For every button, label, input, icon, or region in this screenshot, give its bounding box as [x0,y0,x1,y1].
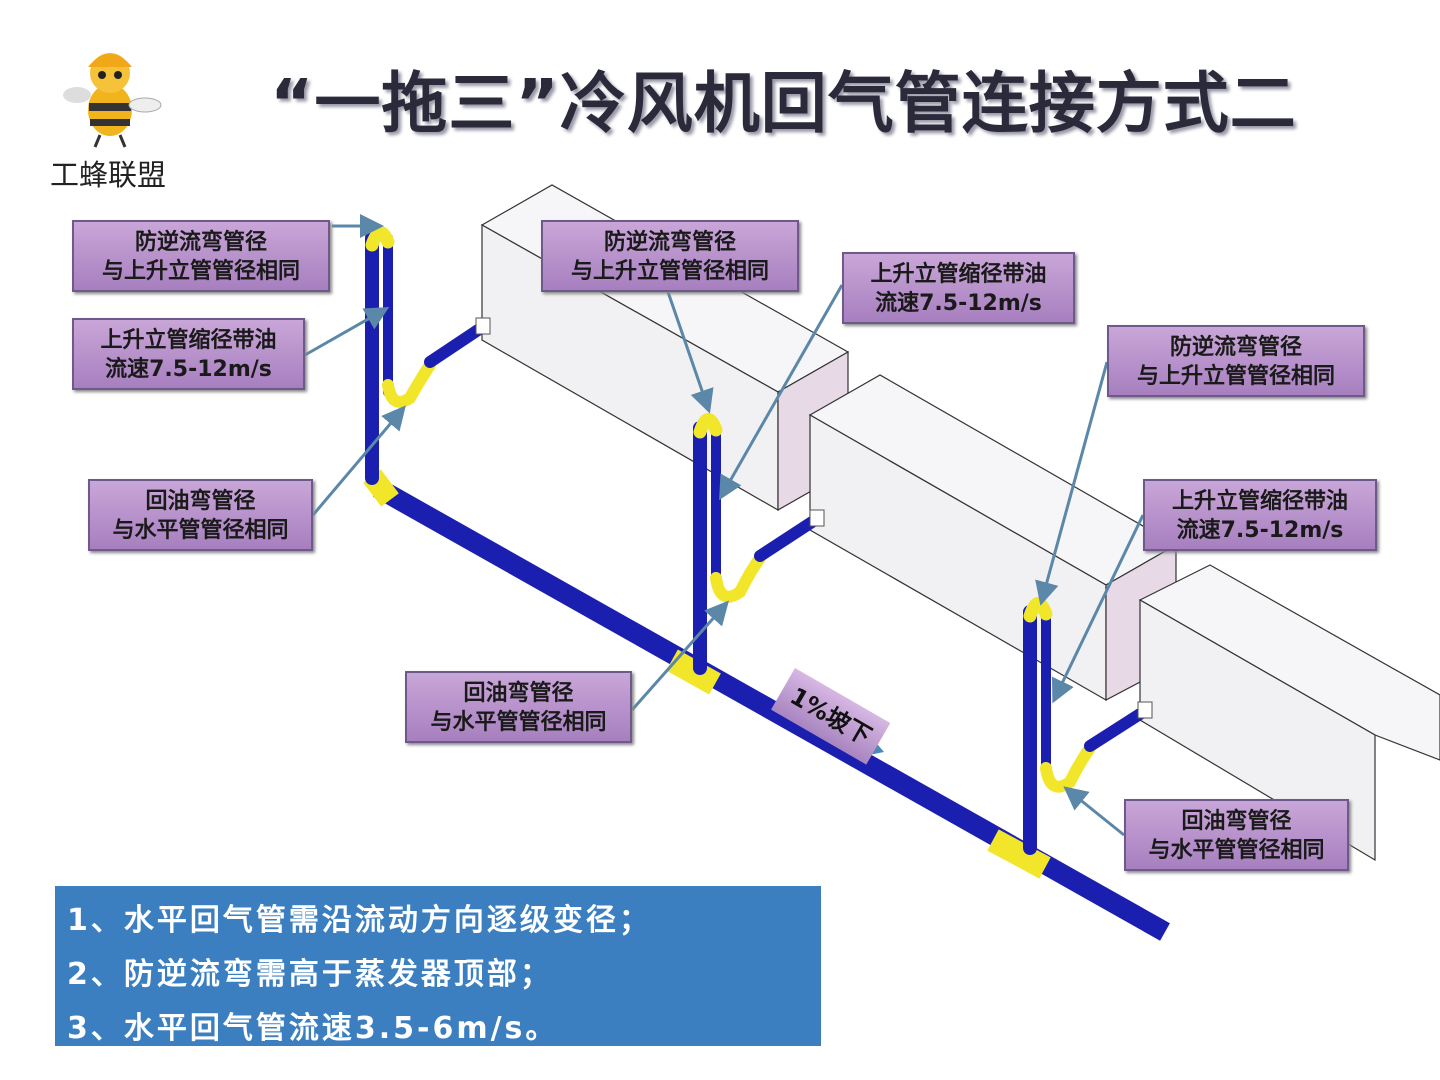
callout-line: 防逆流弯管径 [134,230,267,255]
notes-box: 1、水平回气管需沿流动方向逐级变径； 2、防逆流弯需高于蒸发器顶部； 3、水平回… [55,886,821,1046]
callout-oilreturn-3: 回油弯管径与水平管管径相同 [1124,799,1349,871]
riser-2 [693,413,825,675]
callout-line: 上升立管缩径带油 [1171,489,1348,514]
callout-riser-1: 上升立管缩径带油流速7.5-12m/s [72,318,305,390]
callout-line: 上升立管缩径带油 [100,328,277,353]
callout-antibackflow-1: 防逆流弯管径与上升立管管径相同 [72,220,330,292]
callout-line: 流速7.5-12m/s [875,291,1042,316]
note-item: 3、水平回气管流速3.5-6m/s。 [67,1011,559,1046]
callout-line: 回油弯管径 [1181,809,1292,834]
callout-line: 与上升立管管径相同 [570,259,769,284]
callout-line: 与水平管管径相同 [1148,838,1325,863]
bee-logo [63,53,162,148]
callout-line: 与水平管管径相同 [112,518,289,543]
callout-line: 与上升立管管径相同 [101,259,300,284]
brand-name: 工蜂联盟 [50,158,167,192]
riser-1 [365,226,491,485]
callout-line: 与水平管管径相同 [430,710,607,735]
evaporator-2 [808,374,1178,702]
callout-line: 流速7.5-12m/s [1176,518,1344,543]
callout-line: 防逆流弯管径 [1169,335,1302,360]
callout-line: 回油弯管径 [145,489,256,514]
callout-line: 与上升立管管径相同 [1136,364,1335,389]
callout-line: 防逆流弯管径 [603,230,736,255]
callout-oilreturn-1: 回油弯管径与水平管管径相同 [88,479,313,551]
callout-line: 回油弯管径 [463,681,574,706]
callout-oilreturn-2: 回油弯管径与水平管管径相同 [405,671,632,743]
callout-line: 上升立管缩径带油 [870,262,1047,287]
evaporator-3 [1138,564,1440,862]
note-item: 2、防逆流弯需高于蒸发器顶部； [67,957,553,992]
callout-line: 流速7.5-12m/s [105,357,272,382]
page-title: “一拖三”冷风机回气管连接方式二 [270,65,1297,142]
note-item: 1、水平回气管需沿流动方向逐级变径； [67,903,652,938]
callout-antibackflow-3: 防逆流弯管径与上升立管管径相同 [1107,325,1365,397]
callout-riser-3: 上升立管缩径带油流速7.5-12m/s [1143,479,1377,551]
callout-riser-2: 上升立管缩径带油流速7.5-12m/s [842,252,1075,324]
callout-arrows [304,214,1145,837]
callout-antibackflow-2: 防逆流弯管径与上升立管管径相同 [541,220,799,292]
riser-sets [365,226,1153,855]
